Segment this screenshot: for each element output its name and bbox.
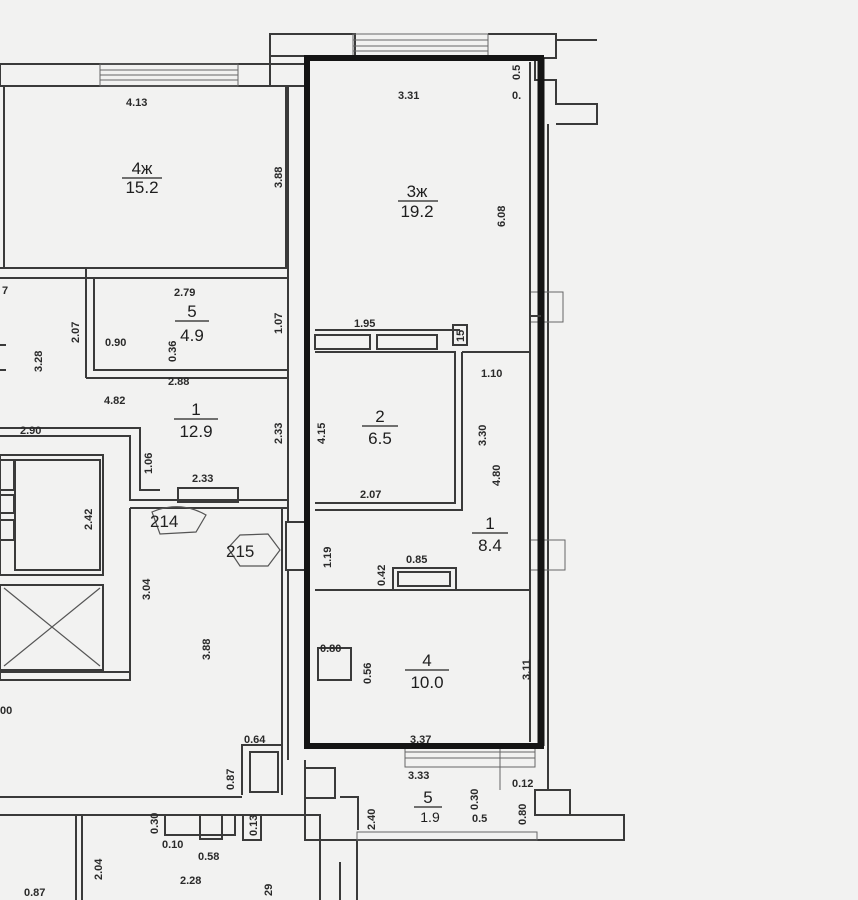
dim-0-30: 0.30 [469, 789, 481, 810]
marker-215: 215 [226, 542, 254, 561]
dim-0-90: 0.90 [105, 337, 126, 349]
room-4r-name: 4 [422, 651, 431, 670]
dim-0-64: 0.64 [244, 734, 266, 746]
room-5b-name: 5 [423, 788, 432, 807]
dim-0: 0. [512, 90, 521, 102]
room-4r-area: 10.0 [410, 673, 443, 692]
room-5b-area: 1.9 [420, 809, 440, 825]
dim-0-80: 0.80 [320, 643, 341, 655]
room-4k-name: 4ж [132, 159, 153, 178]
dim-0-5: 0.5 [511, 65, 523, 80]
dimension-labels: 4.13 3.88 3.31 0.5 0. 6.08 2.79 2.07 0.9… [0, 65, 533, 899]
room-2r: 2 6.5 [362, 407, 398, 448]
dim-2-04: 2.04 [93, 858, 105, 880]
dim-15: 15 [455, 330, 467, 342]
walls [0, 33, 625, 900]
dim-2-07a: 2.07 [70, 322, 82, 343]
dim-29: 29 [263, 884, 275, 896]
room-1l: 1 12.9 [174, 400, 218, 441]
dim-0-80b: 0.80 [517, 804, 529, 825]
room-2r-name: 2 [375, 407, 384, 426]
dim-2-79: 2.79 [174, 287, 195, 299]
room-4k-area: 15.2 [125, 178, 158, 197]
dim-6-08: 6.08 [496, 206, 508, 227]
room-3k-name: 3ж [407, 182, 428, 201]
room-4k: 4ж 15.2 [122, 159, 162, 197]
room-5l-area: 4.9 [180, 326, 204, 345]
dim-0-42: 0.42 [376, 565, 388, 586]
dim-1-95: 1.95 [354, 318, 375, 330]
room-1r-area: 8.4 [478, 536, 502, 555]
dim-00: 00 [0, 705, 12, 717]
dim-3-04: 3.04 [141, 578, 153, 600]
room-1l-name: 1 [191, 400, 200, 419]
dim-3-28: 3.28 [33, 351, 45, 372]
room-4r: 4 10.0 [405, 651, 449, 692]
dim-2-28: 2.28 [180, 875, 201, 887]
dim-3-88a: 3.88 [273, 167, 285, 188]
dim-2-33a: 2.33 [273, 423, 285, 444]
dim-0-10: 0.10 [162, 839, 183, 851]
dim-2-40: 2.40 [366, 809, 378, 830]
windows [99, 33, 566, 841]
dim-3-11: 3.11 [521, 659, 533, 680]
room-1r-name: 1 [485, 514, 494, 533]
dim-0-30b: 0.30 [149, 813, 161, 834]
room-5l-name: 5 [187, 302, 196, 321]
apartment-outline [304, 55, 545, 830]
dim-3-37: 3.37 [410, 734, 431, 746]
dim-4-80: 4.80 [491, 465, 503, 486]
dim-1-19: 1.19 [322, 547, 334, 568]
dim-0-56: 0.56 [362, 663, 374, 684]
dim-0-12: 0.12 [512, 778, 533, 790]
dim-2-88: 2.88 [168, 376, 189, 388]
dim-1-07: 1.07 [273, 313, 285, 334]
dim-4-82: 4.82 [104, 395, 125, 407]
room-1l-area: 12.9 [179, 422, 212, 441]
room-3k-area: 19.2 [400, 202, 433, 221]
dim-4-13: 4.13 [126, 97, 147, 109]
dim-2-42: 2.42 [83, 509, 95, 530]
room-1r: 1 8.4 [472, 514, 508, 555]
dim-3-30: 3.30 [477, 425, 489, 446]
dim-1-06: 1.06 [143, 453, 155, 474]
dim-0-85: 0.85 [406, 554, 427, 566]
dim-0-5b: 0.5 [472, 813, 487, 825]
dim-3-88b: 3.88 [201, 639, 213, 660]
dim-2-07b: 2.07 [360, 489, 381, 501]
markers: 214 215 [150, 506, 281, 567]
dim-0-58: 0.58 [198, 851, 219, 863]
dim-3-33: 3.33 [408, 770, 429, 782]
dim-0-13: 0.13 [248, 815, 260, 836]
room-3k: 3ж 19.2 [398, 182, 438, 221]
dim-0-87: 0.87 [225, 769, 237, 790]
room-5l: 5 4.9 [175, 302, 209, 345]
dim-7: 7 [2, 285, 8, 297]
room-labels: 4ж 15.2 3ж 19.2 5 4.9 1 12.9 2 6.5 1 8.4 [122, 159, 508, 825]
dim-2-33b: 2.33 [192, 473, 213, 485]
dim-0-87b: 0.87 [24, 887, 45, 899]
room-5b: 5 1.9 [414, 788, 442, 825]
marker-214: 214 [150, 512, 178, 531]
room-2r-area: 6.5 [368, 429, 392, 448]
dim-2-90: 2.90 [20, 425, 41, 437]
dim-4-15: 4.15 [316, 423, 328, 444]
dim-3-31: 3.31 [398, 90, 419, 102]
dim-0-36: 0.36 [167, 341, 179, 362]
dim-1-10: 1.10 [481, 368, 502, 380]
